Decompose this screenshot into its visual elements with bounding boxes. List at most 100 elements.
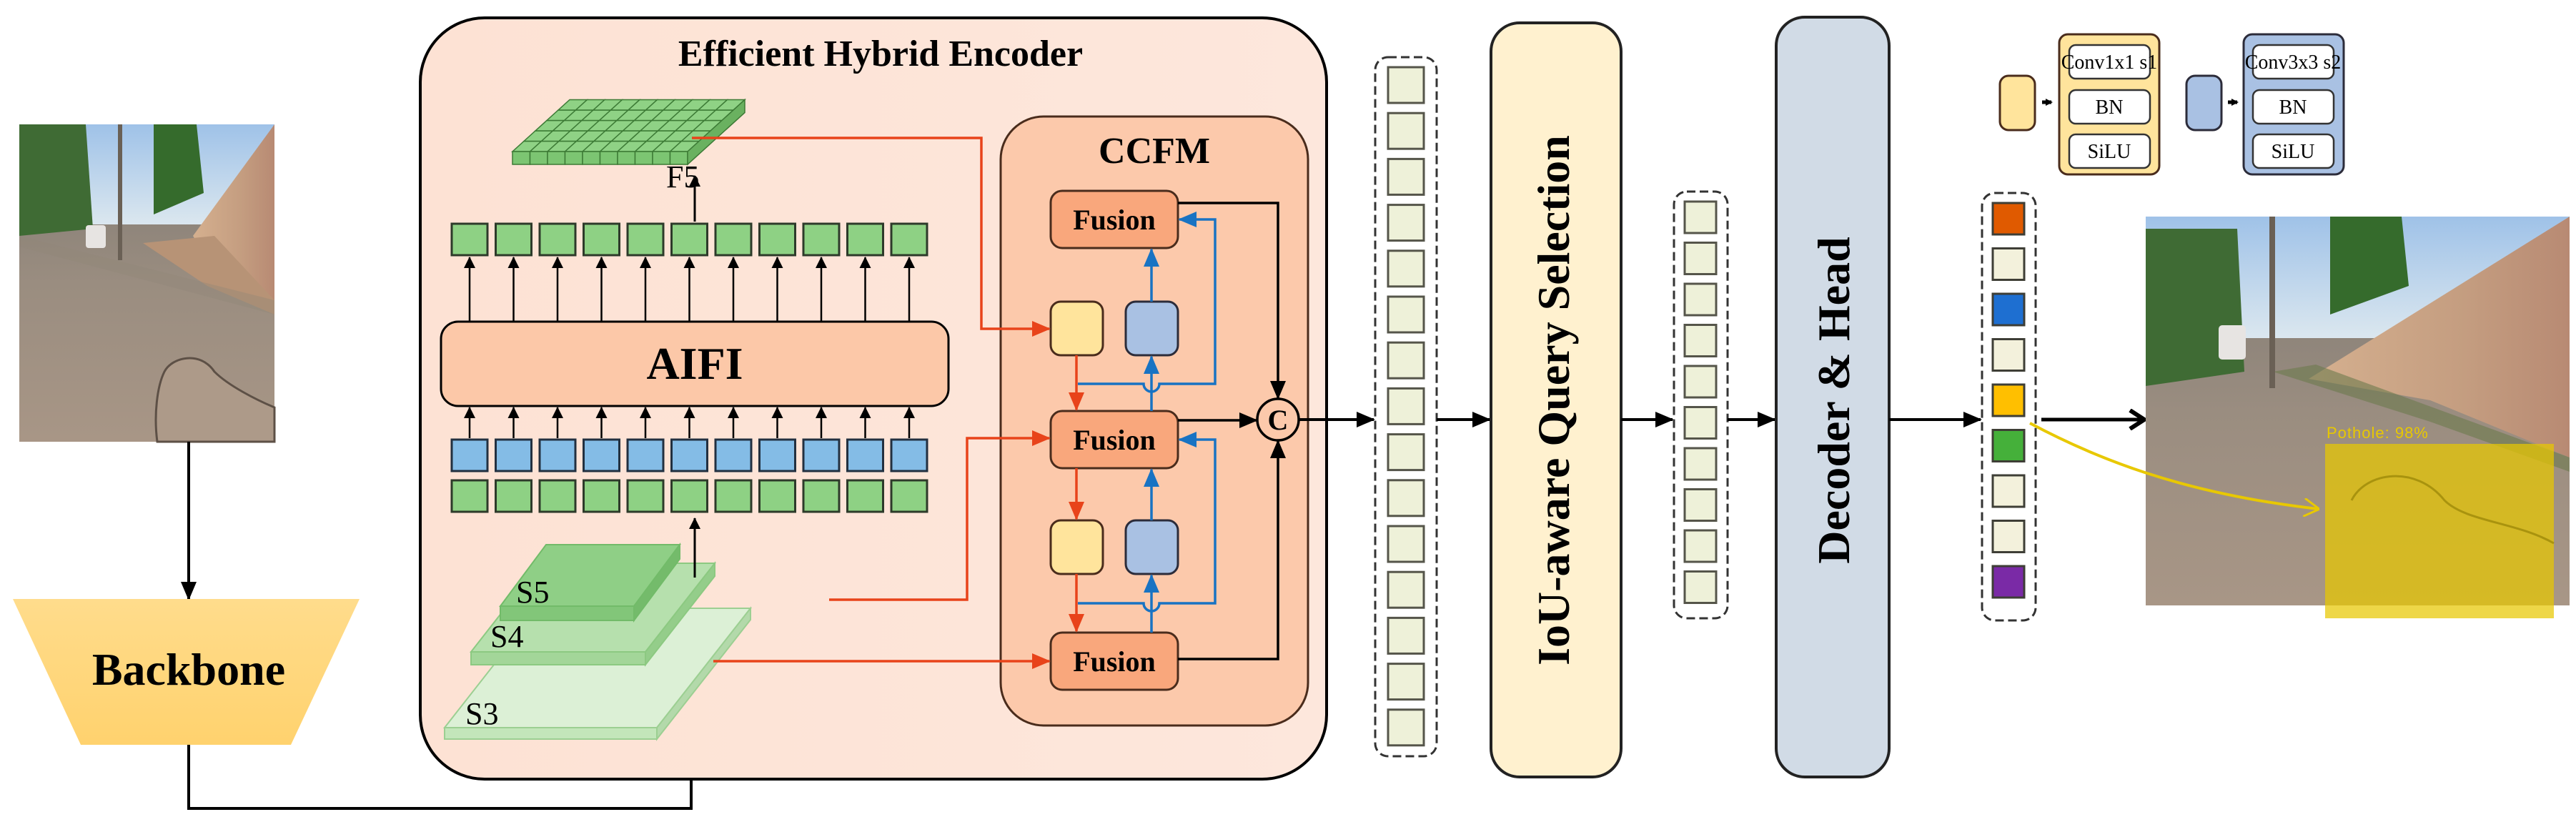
token-cell <box>1387 204 1425 242</box>
feature-token <box>495 479 532 513</box>
arrow-s4-to-fusion <box>829 430 1051 601</box>
backbone: Backbone <box>13 599 360 745</box>
token-cell <box>1387 433 1425 472</box>
token-cell <box>1683 447 1718 481</box>
feature-token <box>583 479 620 513</box>
aifi-output-token <box>758 222 796 257</box>
token-cell <box>1991 338 2026 372</box>
position-token <box>626 438 665 472</box>
ccfm-block: CCFM Fusion Fusion Fusion <box>692 115 1309 727</box>
decoder-label: Decoder & Head <box>1808 237 1859 563</box>
f5-front-cell <box>547 151 566 165</box>
f5-feature-map <box>511 98 746 166</box>
token-cell <box>1387 525 1425 563</box>
position-token <box>670 438 708 472</box>
f5-front-cell <box>512 151 531 165</box>
f5-front-cell <box>529 151 548 165</box>
aifi-label: AIFI <box>646 338 743 389</box>
token-cell <box>1683 282 1718 317</box>
legend-conv1x1: Conv1x1 s1 BN SiLU <box>1998 33 2161 176</box>
legend-conv3x3: Conv3x3 s2 BN SiLU <box>2185 33 2345 176</box>
arrow-fusion-bottom-to-concat <box>1178 440 1286 660</box>
token-cell <box>1991 202 2026 236</box>
f5-front-cell <box>599 151 618 165</box>
f5-front-cell <box>564 151 583 165</box>
query-selection-label: IoU-aware Query Selection <box>1528 135 1579 665</box>
aifi-output-token <box>802 222 841 257</box>
s5-label: S5 <box>516 575 549 610</box>
feature-token <box>802 479 841 513</box>
token-cell <box>1387 341 1425 380</box>
encoder-output-tokens <box>1374 56 1438 758</box>
f5-front-cell <box>582 151 601 165</box>
position-token <box>846 438 884 472</box>
token-cell <box>1387 249 1425 288</box>
fusion-bottom-label: Fusion <box>1073 645 1156 678</box>
legend-blue-layer-2: BN <box>2279 96 2307 119</box>
aifi-output-token <box>846 222 884 257</box>
token-cell <box>1387 295 1425 334</box>
aifi-output-token <box>450 222 489 257</box>
token-cell <box>1991 474 2026 508</box>
fusion-middle: Fusion <box>1049 410 1179 470</box>
iou-aware-query-selection: IoU-aware Query Selection <box>1490 21 1623 778</box>
token-cell <box>1387 479 1425 518</box>
aifi-output-token <box>538 222 577 257</box>
feature-token <box>450 479 489 513</box>
position-token <box>583 438 620 472</box>
conv3x3-block-upper <box>1124 300 1179 357</box>
position-token <box>802 438 841 472</box>
token-cell <box>1991 565 2026 599</box>
detection-box: Pothole: 98% <box>2325 424 2555 618</box>
token-cell <box>1991 520 2026 553</box>
efficient-hybrid-encoder: Efficient Hybrid Encoder F5 AIFI <box>419 16 1328 781</box>
f5-front-cell <box>634 151 653 165</box>
legend-yellow-layer-2: BN <box>2096 96 2124 119</box>
token-cell <box>1683 365 1718 399</box>
aifi-output-tokens <box>450 222 928 257</box>
aifi-output-token <box>583 222 620 257</box>
selected-query-tokens <box>1673 190 1729 620</box>
legend-yellow-swatch <box>1998 74 2036 132</box>
feature-token <box>538 479 577 513</box>
arrow-prediction-to-detection <box>2029 422 2318 509</box>
legend-blue-layer-1: Conv3x3 s2 <box>2245 51 2342 74</box>
conv1x1-block-lower <box>1049 519 1104 575</box>
position-token <box>538 438 577 472</box>
fusion-top-label: Fusion <box>1073 204 1156 236</box>
token-cell <box>1387 157 1425 196</box>
s4-label: S4 <box>490 619 523 654</box>
token-cell <box>1991 292 2026 327</box>
concat-node: C <box>1256 397 1300 442</box>
feature-token <box>714 479 753 513</box>
arrow-fusion-top-to-concat <box>1178 202 1286 400</box>
token-cell <box>1387 570 1425 609</box>
aifi-output-token <box>626 222 665 257</box>
token-cell <box>1387 112 1425 150</box>
aifi-output-token <box>890 222 928 257</box>
flattened-s5-tokens <box>450 479 928 513</box>
token-cell <box>1991 383 2026 417</box>
position-token <box>890 438 928 472</box>
encoder-title: Efficient Hybrid Encoder <box>678 34 1083 74</box>
f5-front-cell <box>617 151 636 165</box>
feature-token <box>846 479 884 513</box>
token-cell <box>1683 324 1718 357</box>
feature-token <box>890 479 928 513</box>
multi-scale-features: S3 S4 S5 <box>442 518 753 741</box>
backbone-label: Backbone <box>92 644 285 695</box>
token-cell <box>1991 247 2026 281</box>
token-cell <box>1683 406 1718 440</box>
legend-yellow-layer-1: Conv1x1 s1 <box>2061 51 2158 74</box>
token-cell <box>1683 570 1718 604</box>
position-token <box>450 438 489 472</box>
aifi-input-arrows <box>464 407 915 438</box>
token-cell <box>1683 529 1718 563</box>
feature-token <box>758 479 796 513</box>
fusion-top: Fusion <box>1049 189 1179 249</box>
decoder-and-head: Decoder & Head <box>1775 16 1891 778</box>
arrow-f5-to-conv1x1 <box>692 137 1051 337</box>
legend-blue-swatch <box>2185 74 2223 132</box>
token-cell <box>1387 708 1425 747</box>
